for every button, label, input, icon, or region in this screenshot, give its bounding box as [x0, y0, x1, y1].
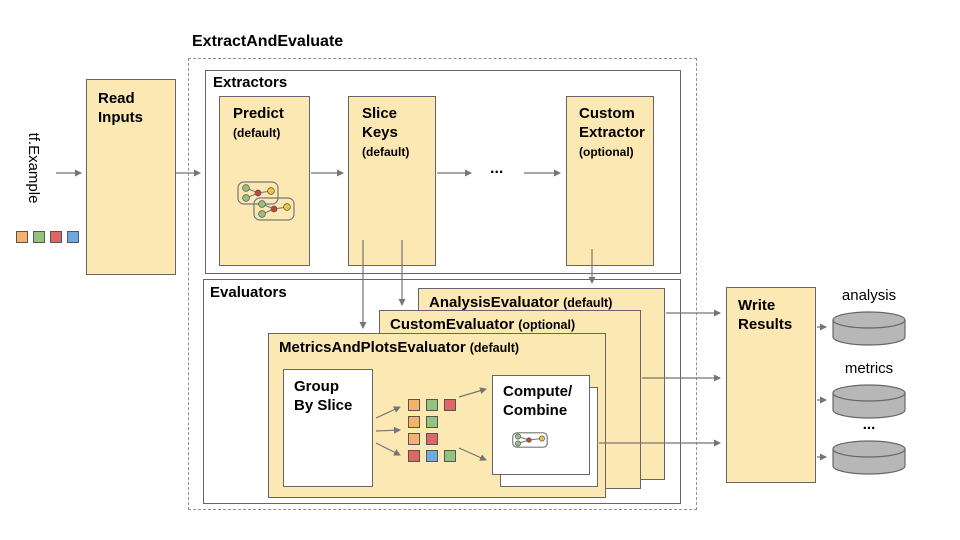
green-square — [426, 416, 438, 428]
output-metrics-label: metrics — [844, 360, 894, 377]
slice-keys-subtitle: (default) — [362, 144, 410, 159]
write-results-box: Write Results — [726, 287, 816, 483]
read-inputs-title: Read Inputs — [98, 90, 143, 126]
red-square — [444, 399, 456, 411]
red-square — [50, 231, 62, 243]
slice-keys-title: Slice Keys — [362, 105, 398, 141]
blue-square — [67, 231, 79, 243]
predict-extractor-box: Predict (default) — [219, 96, 310, 266]
read-inputs-box: Read Inputs — [86, 79, 176, 275]
analysis-database-icon — [832, 311, 906, 346]
orange-square — [408, 416, 420, 428]
input-squares-legend — [16, 231, 84, 249]
predict-subtitle: (default) — [233, 125, 281, 140]
custom-extractor-title: Custom Extractor — [579, 105, 645, 141]
analysis-evaluator-title: AnalysisEvaluator(default) — [429, 294, 613, 311]
tf-example-label: tf.Example — [25, 132, 42, 204]
sliced-data-squares-row — [408, 416, 444, 434]
model-graph-icon — [253, 197, 295, 221]
green-square — [33, 231, 45, 243]
sliced-data-squares-row — [408, 433, 444, 451]
green-square — [426, 399, 438, 411]
orange-square — [16, 231, 28, 243]
blue-square — [426, 450, 438, 462]
custom-evaluator-title: CustomEvaluator(optional) — [390, 316, 576, 333]
custom-extractor-subtitle: (optional) — [579, 144, 634, 159]
red-square — [408, 450, 420, 462]
extractors-ellipsis: ... — [490, 160, 504, 177]
sliced-data-squares-row — [408, 450, 462, 468]
extractors-label: Extractors — [213, 74, 288, 91]
custom-extractor-box: Custom Extractor (optional) — [566, 96, 654, 266]
sliced-data-squares-row — [408, 399, 462, 417]
model-graph-icon — [512, 432, 548, 448]
output-analysis-label: analysis — [841, 287, 897, 304]
group-by-slice-title: Group By Slice — [294, 378, 353, 414]
compute-combine-box: Compute/ Combine — [492, 375, 590, 475]
green-square — [444, 450, 456, 462]
output-ellipsis-label: ... — [862, 416, 876, 433]
orange-square — [408, 433, 420, 445]
slice-keys-extractor-box: Slice Keys (default) — [348, 96, 436, 266]
model-graph-icon — [237, 181, 279, 205]
other-database-icon — [832, 440, 906, 475]
write-results-title: Write Results — [738, 297, 793, 333]
predict-title: Predict — [233, 105, 284, 122]
extract-and-evaluate-title: ExtractAndEvaluate — [192, 33, 344, 50]
orange-square — [408, 399, 420, 411]
evaluators-label: Evaluators — [210, 284, 287, 301]
group-by-slice-box: Group By Slice — [283, 369, 373, 487]
metrics-database-icon — [832, 384, 906, 419]
extract-and-evaluate-container — [188, 58, 697, 510]
metrics-and-plots-evaluator-title: MetricsAndPlotsEvaluator(default) — [279, 339, 520, 356]
compute-combine-title: Compute/ Combine — [503, 383, 573, 419]
red-square — [426, 433, 438, 445]
